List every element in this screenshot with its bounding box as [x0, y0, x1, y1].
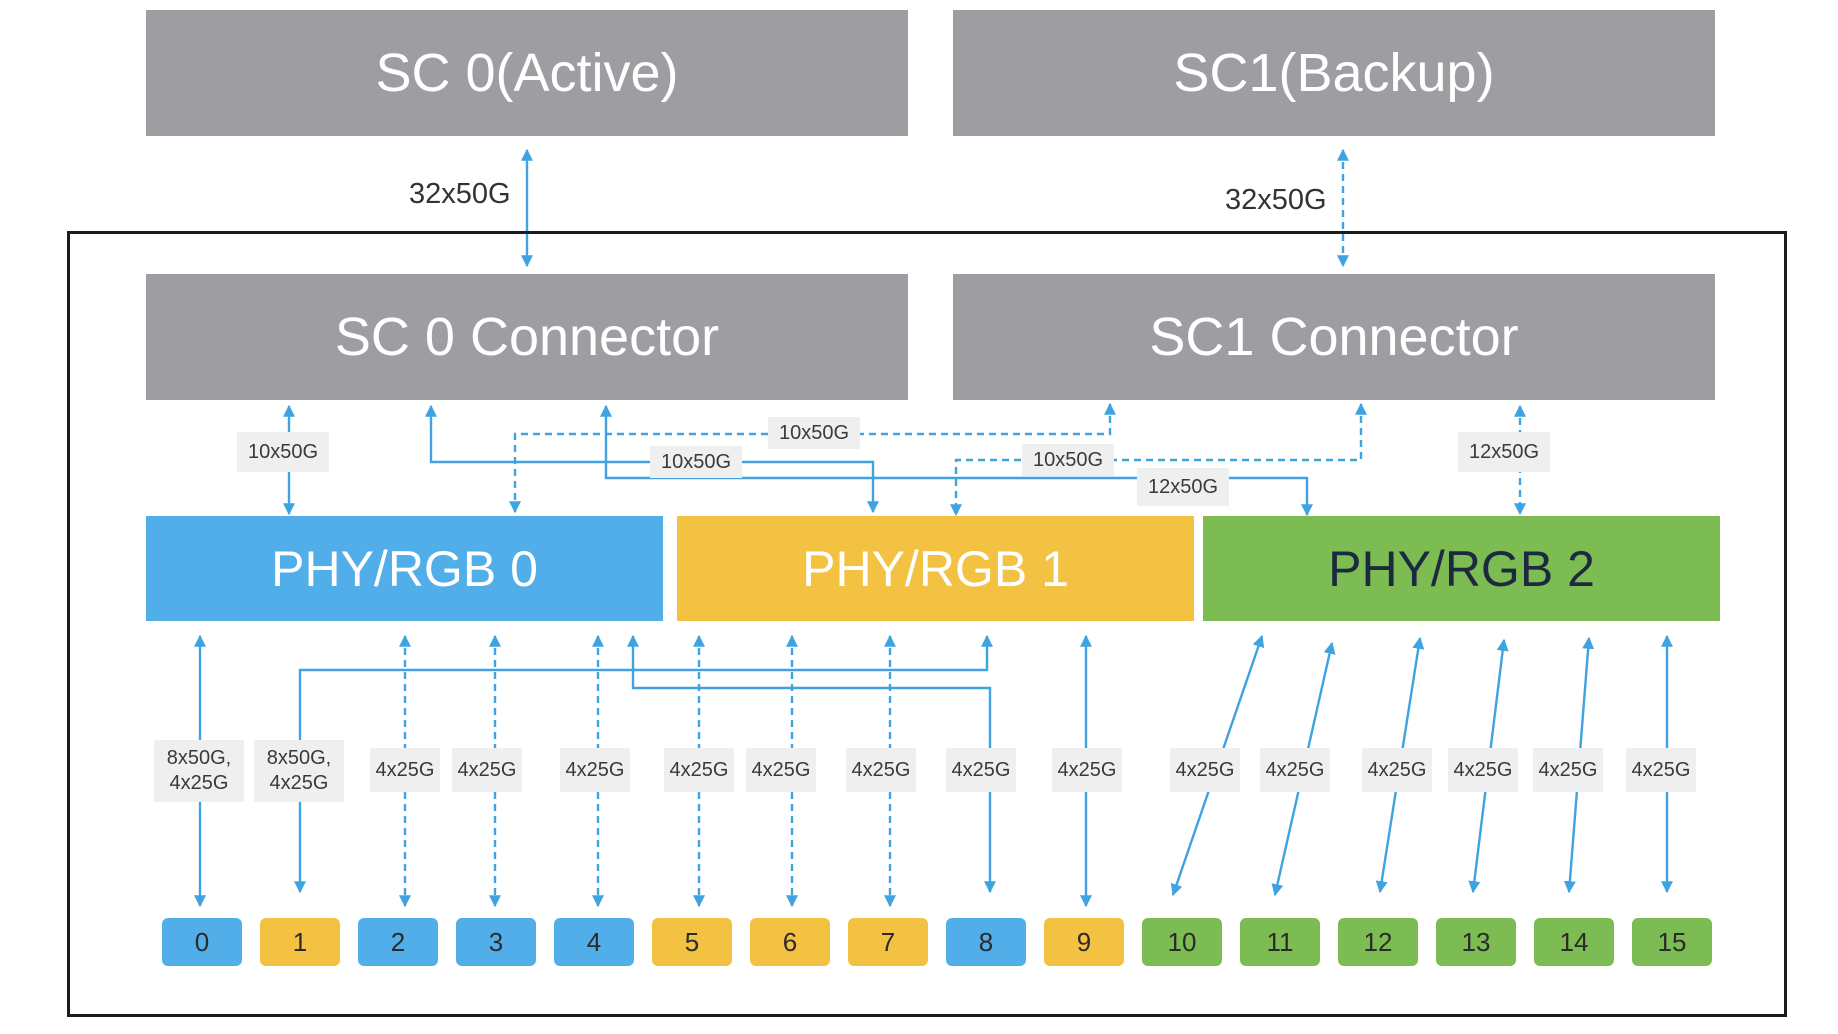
- port-14-number: 14: [1559, 926, 1589, 957]
- port-7: 7: [848, 918, 928, 966]
- sc0-connector-label: SC 0 Connector: [334, 307, 720, 367]
- port-12-number: 12: [1363, 926, 1393, 957]
- port-8-number: 8: [978, 926, 994, 957]
- port1-rate-label: 8x50G, 4x25G: [254, 740, 344, 802]
- port-0-number: 0: [194, 926, 210, 957]
- port-10-number: 10: [1167, 926, 1197, 957]
- port11-rate-label: 4x25G: [1260, 748, 1330, 792]
- phy-rgb-2-label: PHY/RGB 2: [1328, 540, 1595, 597]
- port-2: 2: [358, 918, 438, 966]
- port-11: 11: [1240, 918, 1320, 966]
- port3-rate-label: 4x25G: [452, 748, 522, 792]
- link-sc0-phy2-label: 12x50G: [1137, 468, 1229, 506]
- port-12: 12: [1338, 918, 1418, 966]
- phy-rgb-0-label: PHY/RGB 0: [271, 540, 538, 597]
- port12-rate-label: 4x25G: [1362, 748, 1432, 792]
- sc0-active-box: SC 0(Active): [146, 10, 908, 136]
- sc0-active-label: SC 0(Active): [375, 43, 679, 103]
- port2-rate-label: 4x25G: [370, 748, 440, 792]
- port-4-number: 4: [586, 926, 602, 957]
- uplink-sc0-label: 32x50G: [409, 178, 511, 210]
- sc1-connector-label: SC1 Connector: [1149, 307, 1519, 367]
- port-15-number: 15: [1657, 926, 1687, 957]
- sc1-connector-box: SC1 Connector: [953, 274, 1715, 400]
- port-13-number: 13: [1461, 926, 1491, 957]
- port-13: 13: [1436, 918, 1516, 966]
- port15-rate-label: 4x25G: [1626, 748, 1696, 792]
- port-2-number: 2: [390, 926, 406, 957]
- link-sc1-phy1-line: [950, 402, 1367, 517]
- port9-rate-label: 4x25G: [1052, 748, 1122, 792]
- sc1-backup-box: SC1(Backup): [953, 10, 1715, 136]
- port4-rate-label: 4x25G: [560, 748, 630, 792]
- link-sc1-phy1-label: 10x50G: [1022, 444, 1114, 476]
- port14-rate-label: 4x25G: [1533, 748, 1603, 792]
- port10-rate-label: 4x25G: [1170, 748, 1240, 792]
- port-6-number: 6: [782, 926, 798, 957]
- link-sc1-phy2-label: 12x50G: [1458, 432, 1550, 472]
- sc0-connector-box: SC 0 Connector: [146, 274, 908, 400]
- port7-rate-label: 4x25G: [846, 748, 916, 792]
- sc1-backup-label: SC1(Backup): [1173, 43, 1495, 103]
- port-1-number: 1: [292, 926, 308, 957]
- port-10: 10: [1142, 918, 1222, 966]
- link-sc0-phy1-label: 10x50G: [650, 446, 742, 478]
- port-7-number: 7: [880, 926, 896, 957]
- phy-rgb-0-box: PHY/RGB 0: [146, 516, 663, 621]
- port-14: 14: [1534, 918, 1614, 966]
- link-sc1-phy0-label: 10x50G: [768, 417, 860, 449]
- port-3-number: 3: [488, 926, 504, 957]
- port5-rate-label: 4x25G: [664, 748, 734, 792]
- phy-rgb-1-box: PHY/RGB 1: [677, 516, 1194, 621]
- port-6: 6: [750, 918, 830, 966]
- port6-rate-label: 4x25G: [746, 748, 816, 792]
- phy-rgb-1-label: PHY/RGB 1: [802, 540, 1069, 597]
- chassis-frame: [67, 231, 1787, 1017]
- link-sc0-phy0-label: 10x50G: [237, 432, 329, 472]
- port-1: 1: [260, 918, 340, 966]
- port-9-number: 9: [1076, 926, 1092, 957]
- port-5-number: 5: [684, 926, 700, 957]
- port0-rate-label: 8x50G, 4x25G: [154, 740, 244, 802]
- port-0: 0: [162, 918, 242, 966]
- port-8: 8: [946, 918, 1026, 966]
- port-11-number: 11: [1266, 926, 1294, 957]
- port-15: 15: [1632, 918, 1712, 966]
- port-9: 9: [1044, 918, 1124, 966]
- port13-rate-label: 4x25G: [1448, 748, 1518, 792]
- port-4: 4: [554, 918, 634, 966]
- port-5: 5: [652, 918, 732, 966]
- port-3: 3: [456, 918, 536, 966]
- phy-rgb-2-box: PHY/RGB 2: [1203, 516, 1720, 621]
- uplink-sc1-label: 32x50G: [1225, 184, 1327, 216]
- port8-rate-label: 4x25G: [946, 748, 1016, 792]
